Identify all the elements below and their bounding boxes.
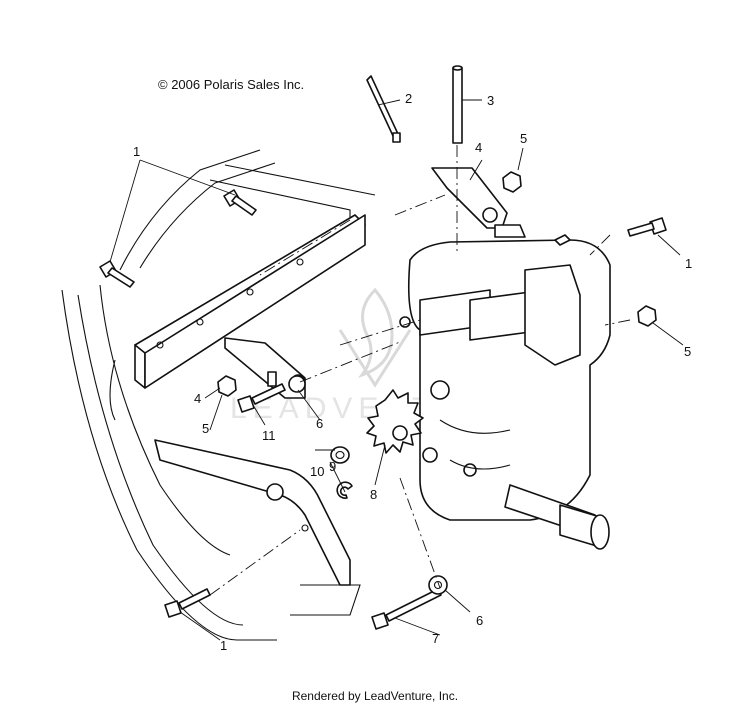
mounting-plate <box>154 439 351 586</box>
washer-six-lower <box>428 575 448 595</box>
callout-9: 9 <box>329 459 336 474</box>
bolt-lower-left <box>164 588 211 618</box>
callout-6-upper: 6 <box>316 416 323 431</box>
bracket-upper <box>431 167 508 229</box>
output-shaft <box>504 484 610 550</box>
snap-ring <box>336 481 353 499</box>
mounting-rail <box>134 214 366 389</box>
rendered-by-footer: Rendered by LeadVenture, Inc. <box>291 689 459 703</box>
callout-11: 11 <box>262 428 276 443</box>
callout-7: 7 <box>432 631 439 646</box>
callout-8: 8 <box>370 487 377 502</box>
sprocket <box>366 389 424 454</box>
callout-1-right: 1 <box>685 256 692 271</box>
callout-5-top: 5 <box>520 131 527 146</box>
callout-labels: 1 2 3 4 5 1 1 5 4 5 11 6 10 9 8 6 7 1 <box>133 91 692 653</box>
callout-1-top-left: 1 <box>133 144 140 159</box>
bolt-upper-left-a <box>223 189 257 216</box>
callout-4-lower: 4 <box>194 391 201 406</box>
long-bolt <box>366 75 401 143</box>
callout-3: 3 <box>487 93 494 108</box>
callout-1-bottom: 1 <box>220 638 227 653</box>
pin-rod <box>452 65 463 144</box>
callout-5-lower: 5 <box>202 421 209 436</box>
bolt-upper-left-b <box>99 260 135 288</box>
callout-leaders <box>109 99 684 641</box>
frame-tubes <box>61 149 376 641</box>
washer-six-upper <box>288 375 306 393</box>
gearcase <box>399 224 611 521</box>
bolt-seven <box>371 588 442 630</box>
callout-4-top: 4 <box>475 140 482 155</box>
bolt-eleven <box>237 371 286 413</box>
bolt-right <box>627 217 667 237</box>
copyright-notice: © 2006 Polaris Sales Inc. <box>158 77 305 92</box>
callout-2: 2 <box>405 91 412 106</box>
lock-washer <box>330 446 350 464</box>
nut-top <box>502 171 522 193</box>
callout-6-lower: 6 <box>476 613 483 628</box>
nut-right <box>637 305 657 327</box>
alignment-lines <box>209 145 631 596</box>
callout-10: 10 <box>310 464 324 479</box>
nut-lower <box>217 375 237 397</box>
callout-5-right: 5 <box>684 344 691 359</box>
